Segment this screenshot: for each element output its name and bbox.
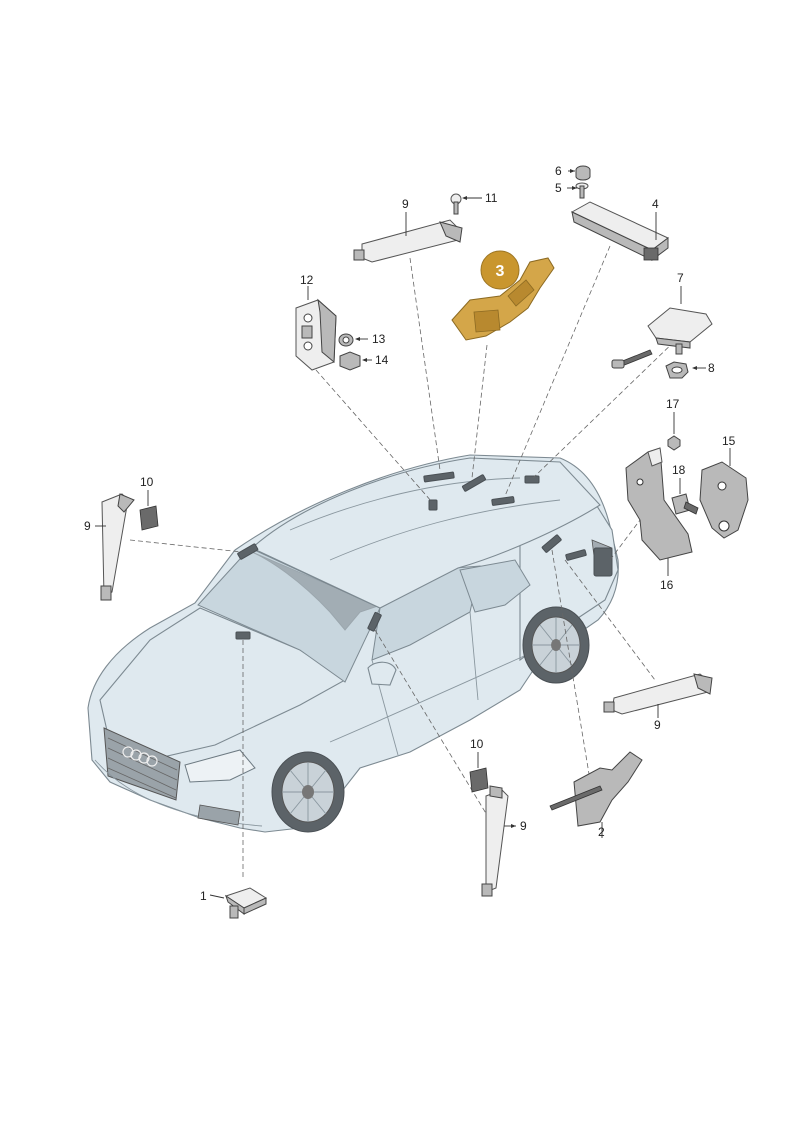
callout-10-bottom: 10: [470, 737, 484, 751]
part-3-highlighted-antenna-bracket: [451, 250, 555, 341]
callout-5: 5: [555, 181, 562, 195]
part-14-nut: [339, 351, 372, 371]
part-9-bottom-antenna-amplifier: [481, 785, 516, 897]
part-11-bolt: [450, 193, 482, 215]
callout-18: 18: [672, 463, 686, 477]
part-16-mounting-bracket: [625, 447, 693, 576]
callout-9-bottom: 9: [520, 819, 527, 833]
part-9-right-antenna-amplifier: [603, 673, 713, 718]
part-10-bottom-clip: [469, 752, 489, 793]
callout-12: 12: [300, 273, 314, 287]
part-18-clip: [671, 478, 699, 515]
callout-3-highlighted: 3: [496, 263, 505, 280]
front-grille: [103, 727, 181, 801]
callout-13: 13: [372, 332, 386, 346]
part-9-top-antenna-amplifier: [353, 212, 463, 263]
callout-11: 11: [485, 191, 498, 205]
callout-9-right: 9: [654, 718, 661, 732]
rear-wheel: [522, 606, 590, 684]
callout-6: 6: [555, 164, 562, 178]
callout-7: 7: [677, 271, 684, 285]
callout-9-top: 9: [402, 197, 409, 211]
part-9-left-antenna-amplifier: [95, 493, 135, 601]
callout-4: 4: [652, 197, 659, 211]
part-15-bracket: [699, 448, 749, 539]
callout-9-left: 9: [84, 519, 91, 533]
part-1-windshield-antenna-module: [209, 887, 268, 919]
front-wheel: [271, 751, 345, 833]
callout-2: 2: [598, 825, 605, 839]
part-6-cap: [568, 165, 591, 181]
part-13-clip: [338, 333, 368, 347]
part-10-left-clip: [139, 490, 159, 531]
callout-15: 15: [722, 434, 736, 448]
callout-8: 8: [708, 361, 715, 375]
callout-10-left: 10: [140, 475, 154, 489]
part-5-screw: [567, 182, 589, 199]
callout-labels: 1 2 3 4 5 6 7 8 9 9 9 9 10 10 11 12 13 1…: [84, 164, 736, 903]
callout-17: 17: [666, 397, 680, 411]
part-17-nut: [667, 412, 681, 451]
part-4-antenna-module: [570, 201, 669, 261]
part-12-bracket: [295, 286, 337, 371]
car-illustration: [87, 454, 619, 833]
callout-14: 14: [375, 353, 389, 367]
part-7-roof-antenna: [611, 286, 713, 369]
part-2-antenna-foil: [549, 751, 643, 838]
part-8-nut: [665, 361, 706, 379]
callout-16: 16: [660, 578, 674, 592]
leader-lines: [129, 245, 681, 878]
callout-1: 1: [200, 889, 207, 903]
